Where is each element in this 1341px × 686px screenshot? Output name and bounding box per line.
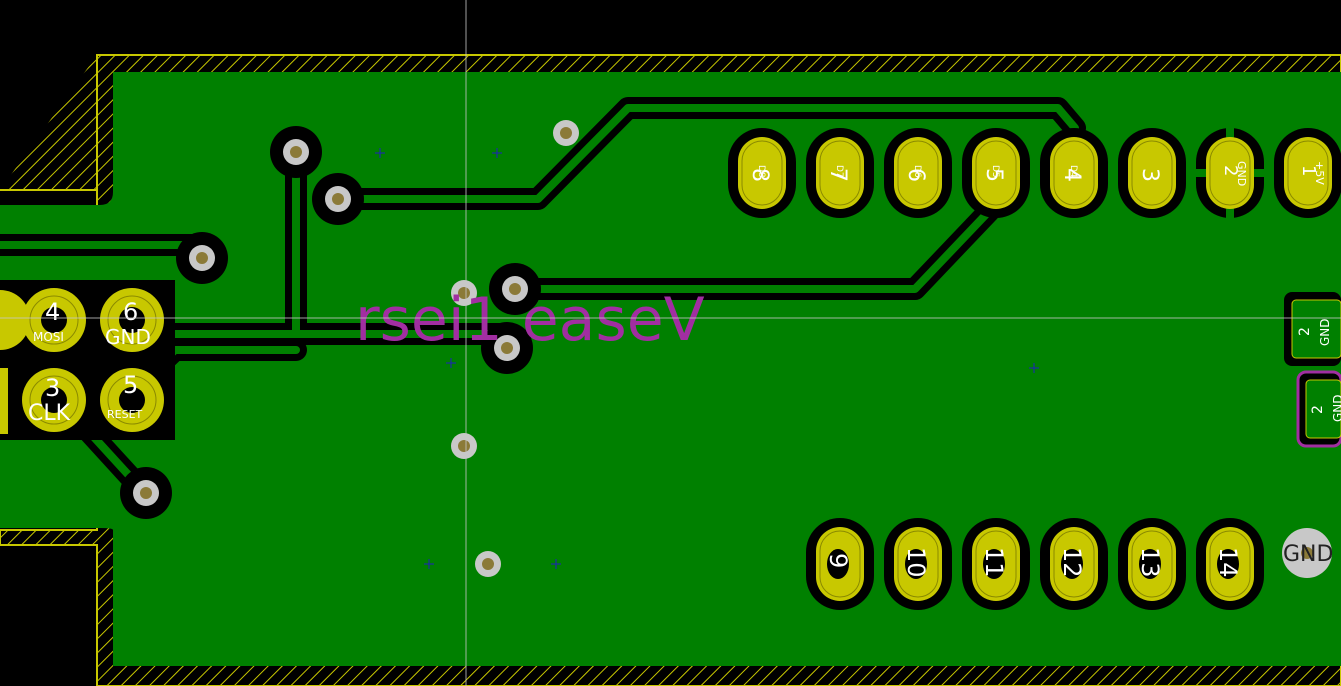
pin-number: 5 (123, 371, 138, 399)
pin-number: 8 (747, 168, 772, 182)
grid-markers (375, 148, 1039, 569)
header-pin-1[interactable]: 1 +5V (1274, 128, 1341, 218)
header-pin-5[interactable]: 5 D5 (962, 128, 1030, 218)
isp-pin-6[interactable]: 6 GND (100, 288, 164, 352)
header-pin-9[interactable]: 9 (806, 518, 874, 610)
pad-net: GND (1318, 318, 1332, 346)
header-pin-4[interactable]: 4 D4 (1040, 128, 1108, 218)
top-header: 8 D8 7 D7 6 D6 5 D5 4 (728, 128, 1341, 218)
header-pin-6[interactable]: 6 D6 (884, 128, 952, 218)
pin-number: 2 (1220, 165, 1241, 176)
via (451, 280, 477, 306)
pin-number: 11 (980, 547, 1008, 578)
via (475, 551, 501, 577)
header-pin-8[interactable]: 8 D8 (728, 128, 796, 218)
pin-number: 12 (1058, 547, 1086, 578)
header-pin-3[interactable]: 3 (1118, 128, 1186, 218)
pin-number: 6 (903, 168, 928, 182)
bottom-header: 9 10 11 12 13 (806, 518, 1264, 610)
pin-number: 13 (1136, 547, 1164, 578)
pin-net: MOSI (33, 330, 64, 344)
via (481, 322, 533, 374)
pin-net: D6 (912, 165, 922, 178)
header-pin-14[interactable]: 14 (1196, 518, 1264, 610)
pin-number: 6 (123, 298, 138, 326)
header-pin-11[interactable]: 11 (962, 518, 1030, 610)
pin-net: +5V (1313, 161, 1326, 185)
pin-net: D7 (834, 165, 844, 178)
pin-net: D4 (1068, 165, 1078, 178)
pin-net: D8 (756, 165, 766, 178)
pin-number: 3 (1137, 168, 1162, 182)
pin-number: 9 (824, 553, 852, 568)
gnd-mounting-pad[interactable]: GND (1282, 528, 1333, 578)
right-pads: 2 GND 2 GND (1284, 292, 1341, 448)
header-pin-2[interactable]: 2 GND (1196, 128, 1264, 218)
via (312, 173, 364, 225)
pad-net: GND (1331, 394, 1341, 422)
vias (120, 120, 579, 577)
via (489, 263, 541, 315)
pin-number: 4 (45, 298, 60, 326)
pin-net: RESET (107, 408, 143, 421)
pin-number: 4 (1059, 168, 1084, 182)
pin-net: GND (105, 325, 151, 349)
via (451, 433, 477, 459)
header-pin-10[interactable]: 10 (884, 518, 952, 610)
isp-header: 4 MOSI 6 GND 3 CLK 5 RESET (0, 280, 175, 440)
isp-pin-4[interactable]: 4 MOSI (22, 288, 86, 352)
pin-net: GND (1235, 161, 1248, 186)
via (176, 232, 228, 284)
header-pin-12[interactable]: 12 (1040, 518, 1108, 610)
via (270, 126, 322, 178)
isp-pin-3[interactable]: 3 CLK (22, 368, 86, 432)
pin-number: 14 (1214, 547, 1242, 578)
gnd-label: GND (1283, 542, 1333, 567)
pin-number: 10 (902, 547, 930, 578)
via (120, 467, 172, 519)
smd-pad-gnd-lower[interactable]: 2 GND (1296, 370, 1341, 448)
pin-number: 3 (45, 374, 60, 402)
pin-number: 5 (981, 168, 1006, 182)
header-pin-7[interactable]: 7 D7 (806, 128, 874, 218)
pin-net: CLK (28, 401, 71, 426)
header-pin-13[interactable]: 13 (1118, 518, 1186, 610)
pad-number: 2 (1310, 405, 1326, 414)
pin-number: 1 (1298, 165, 1319, 176)
pad-number: 2 (1297, 327, 1313, 336)
isp-pin-5[interactable]: 5 RESET (100, 368, 164, 432)
silkscreen-text: rsei1 easeV (355, 285, 705, 355)
via (553, 120, 579, 146)
pin-net: D5 (990, 165, 1000, 178)
pin-number: 7 (825, 168, 850, 182)
smd-pad-gnd-upper[interactable]: 2 GND (1284, 292, 1341, 366)
